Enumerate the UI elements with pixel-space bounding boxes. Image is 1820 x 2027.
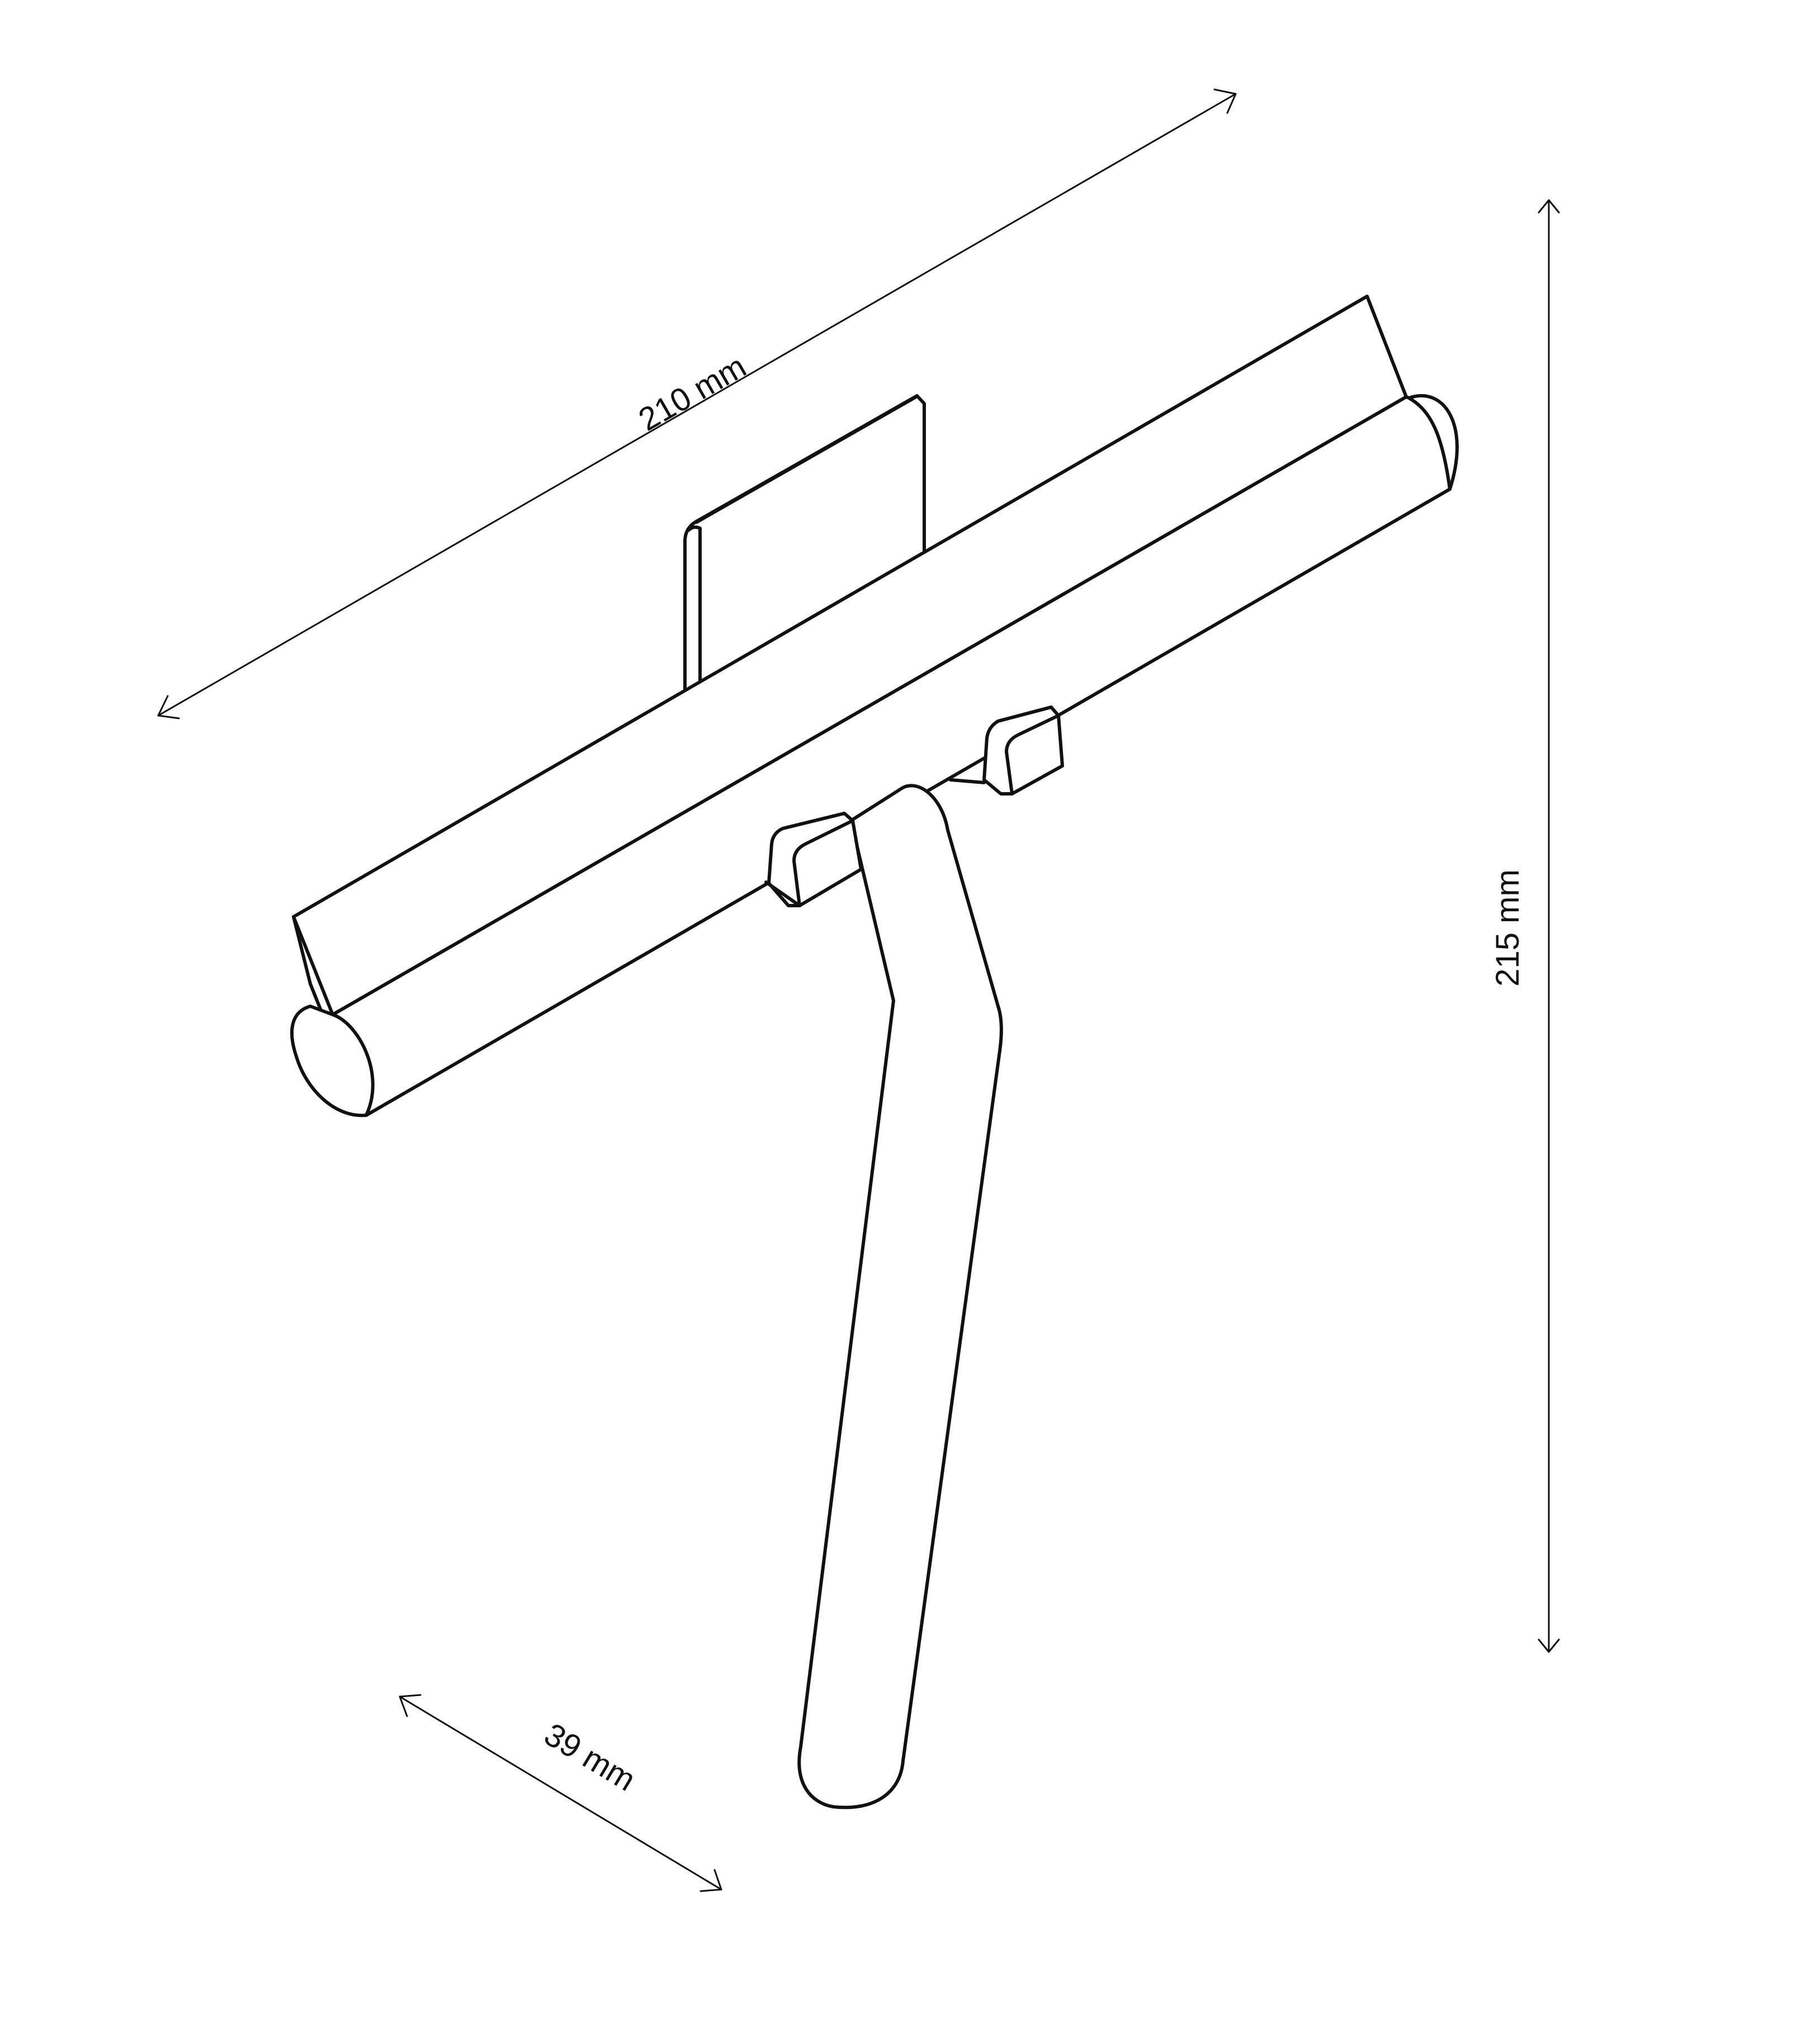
wall-mount-plate — [683, 394, 926, 695]
dimension-depth-label: 39 mm — [538, 1716, 641, 1798]
dimension-depth: 39 mm — [399, 1694, 722, 1892]
hanger-hook-right — [949, 705, 1064, 795]
hanger-hook-left — [764, 812, 863, 907]
dimension-height: 215 mm — [1490, 199, 1560, 1653]
squeegee-blade — [292, 295, 1408, 1016]
head-bar — [290, 394, 1459, 1117]
dimension-length-label: 210 mm — [632, 348, 752, 438]
dimension-height-label: 215 mm — [1490, 869, 1526, 987]
handle — [797, 784, 1003, 1810]
